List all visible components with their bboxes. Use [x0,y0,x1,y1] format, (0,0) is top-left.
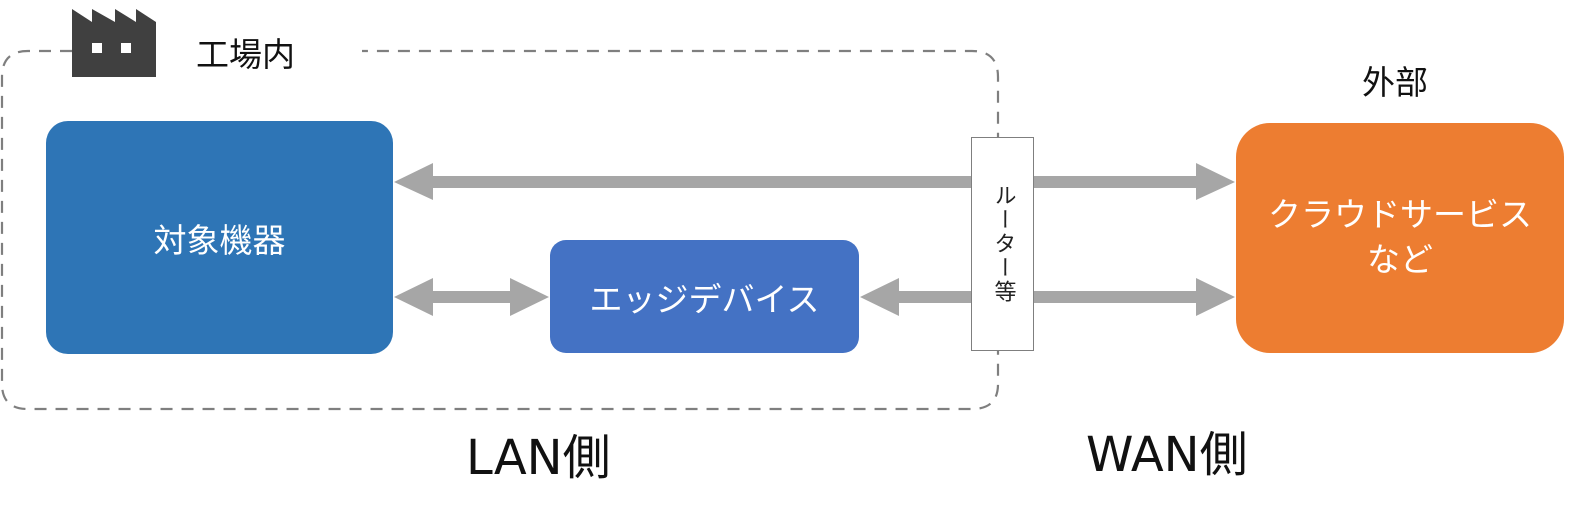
factory-boundary [0,49,1000,411]
cloud-service-label: クラウドサービス など [1268,195,1532,279]
target-device-label: 対象機器 [153,220,286,260]
edge-device-label: エッジデバイス [589,279,820,319]
wan-side-label: WAN側 [1086,427,1248,483]
arrow-target-edge [394,278,549,316]
edge-device-box: エッジデバイス [550,240,859,353]
arrow-router-to-cloud-bottom [1034,278,1235,316]
arrow-router-to-edge [860,278,972,316]
lan-side-label: LAN側 [466,430,611,486]
arrow-router-to-target [394,163,972,200]
factory-label: 工場内 [196,35,295,74]
outside-label: 外部 [1362,63,1428,102]
router-label: ルーター等 [990,184,1016,304]
cloud-service-box: クラウドサービス など [1236,123,1564,353]
target-device-box: 対象機器 [46,121,393,354]
arrow-router-to-cloud-top [1034,163,1235,200]
factory-icon [72,9,156,77]
router-box: ルーター等 [971,137,1034,351]
